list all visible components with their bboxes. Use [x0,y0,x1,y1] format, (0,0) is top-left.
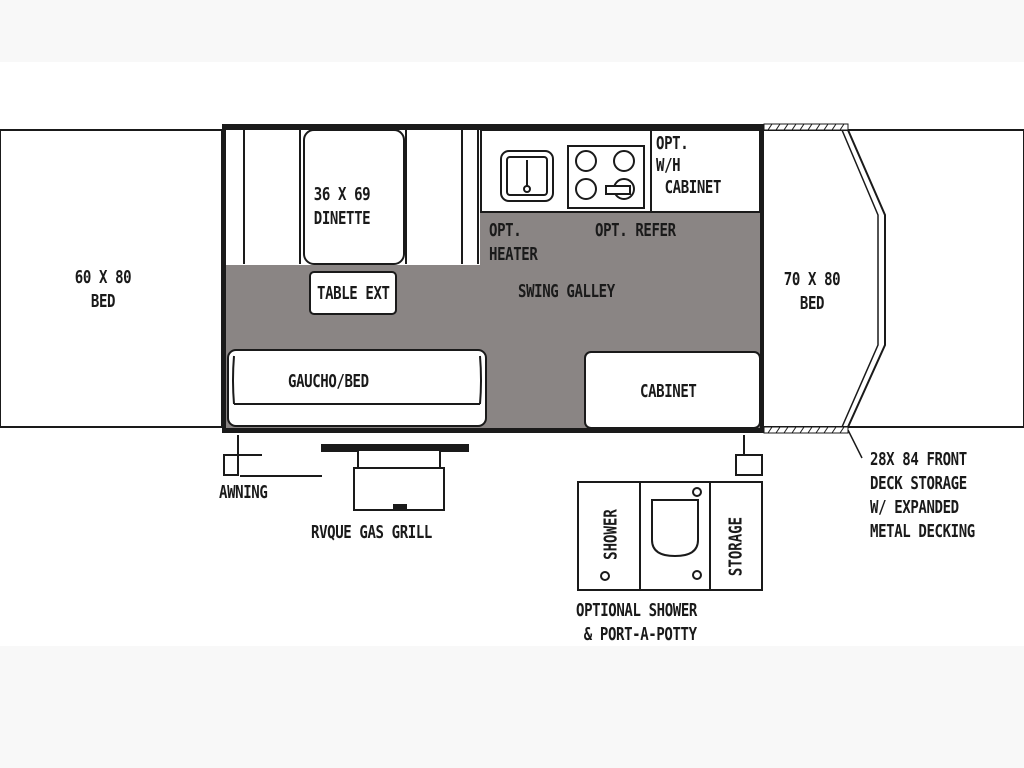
table-ext-label: TABLE EXT [317,283,390,304]
wh-cabinet [650,129,761,213]
left-bed-label: 60 X 80 BED [52,266,153,314]
right-bed-name: BED [799,293,825,314]
front-nose-outline [847,129,886,428]
wh-cabinet-line2: W/H [656,155,681,176]
dinette-size: 36 X 69 [313,184,371,205]
optional-shower-label: OPTIONAL SHOWER & PORT-A-POTTY [576,599,697,647]
opt-heater-line2: HEATER [489,244,538,265]
front-leg [735,454,763,476]
front-deck-leader-line [847,430,863,459]
swing-galley-label: SWING GALLEY [518,281,615,302]
dinette-label: 36 X 69 DINETTE [299,183,385,231]
port-a-potty [651,499,699,558]
cabinet-label: CABINET [640,381,697,402]
grill-box [353,467,445,511]
opt-heater-line1: OPT. [489,220,522,241]
gaucho-bed-label: GAUCHO/BED [288,371,369,392]
dinette-name: DINETTE [313,208,371,229]
awning-label: AWNING [219,482,268,503]
table-ext-outline [309,271,397,315]
right-bed-label: 70 X 80 BED [765,268,859,316]
gaucho-bed [227,349,487,427]
wh-cabinet-label: OPT. W/H CABINET [656,133,721,199]
front-deck-line4: METAL DECKING [870,521,975,542]
left-bed-name: BED [90,291,116,312]
opt-heater-label: OPT. HEATER [489,219,538,267]
front-deck-line3: W/ EXPANDED [870,497,959,518]
cabinet-block [584,351,761,429]
shower-label: SHOWER [600,509,622,560]
front-deck-label: 28X 84 FRONT DECK STORAGE W/ EXPANDED ME… [870,448,975,544]
front-deck-line1: 28X 84 FRONT [870,449,967,470]
wh-cabinet-line3: CABINET [664,177,722,198]
opt-refer-label: OPT. REFER [595,220,676,241]
grill-label: RVQUE GAS GRILL [311,522,432,543]
wh-cabinet-line1: OPT. [656,133,689,154]
awning-leg [223,454,239,476]
optional-line2: & PORT-A-POTTY [583,624,697,645]
left-bed-size: 60 X 80 [74,267,132,288]
front-deck-line2: DECK STORAGE [870,473,967,494]
optional-line1: OPTIONAL SHOWER [576,600,697,621]
right-bed-size: 70 X 80 [783,269,841,290]
dinette-table [303,129,405,265]
storage-label: STORAGE [725,516,747,577]
left-bed-outline [0,129,223,428]
